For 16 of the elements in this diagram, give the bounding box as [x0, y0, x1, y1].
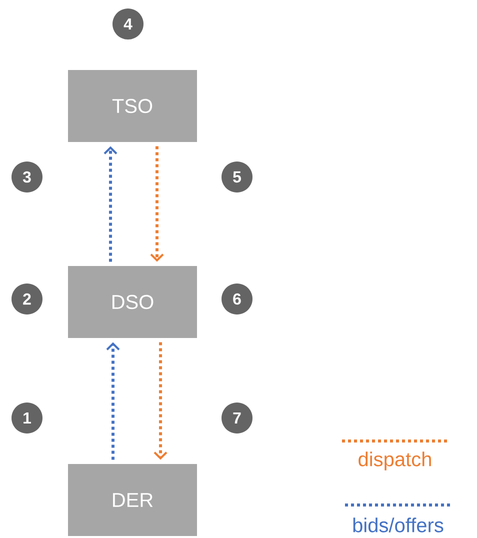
callout-number: 5 [222, 162, 252, 192]
legend-label: bids/offers [353, 518, 444, 532]
callout-number: 6 [222, 284, 252, 314]
process-box: TSO [68, 70, 197, 142]
callout-number: 3 [12, 162, 42, 192]
callout-number: 7 [222, 402, 252, 434]
arrow [154, 342, 168, 460]
process-box: DER [68, 464, 197, 536]
legend-label: dispatch [358, 452, 431, 470]
callout-number: 2 [12, 284, 42, 314]
arrow [150, 146, 164, 262]
arrow [104, 146, 118, 262]
process-box: DSO [68, 266, 197, 338]
callout-number: 4 [112, 8, 144, 40]
arrow [106, 342, 120, 460]
callout-number: 1 [12, 402, 42, 434]
